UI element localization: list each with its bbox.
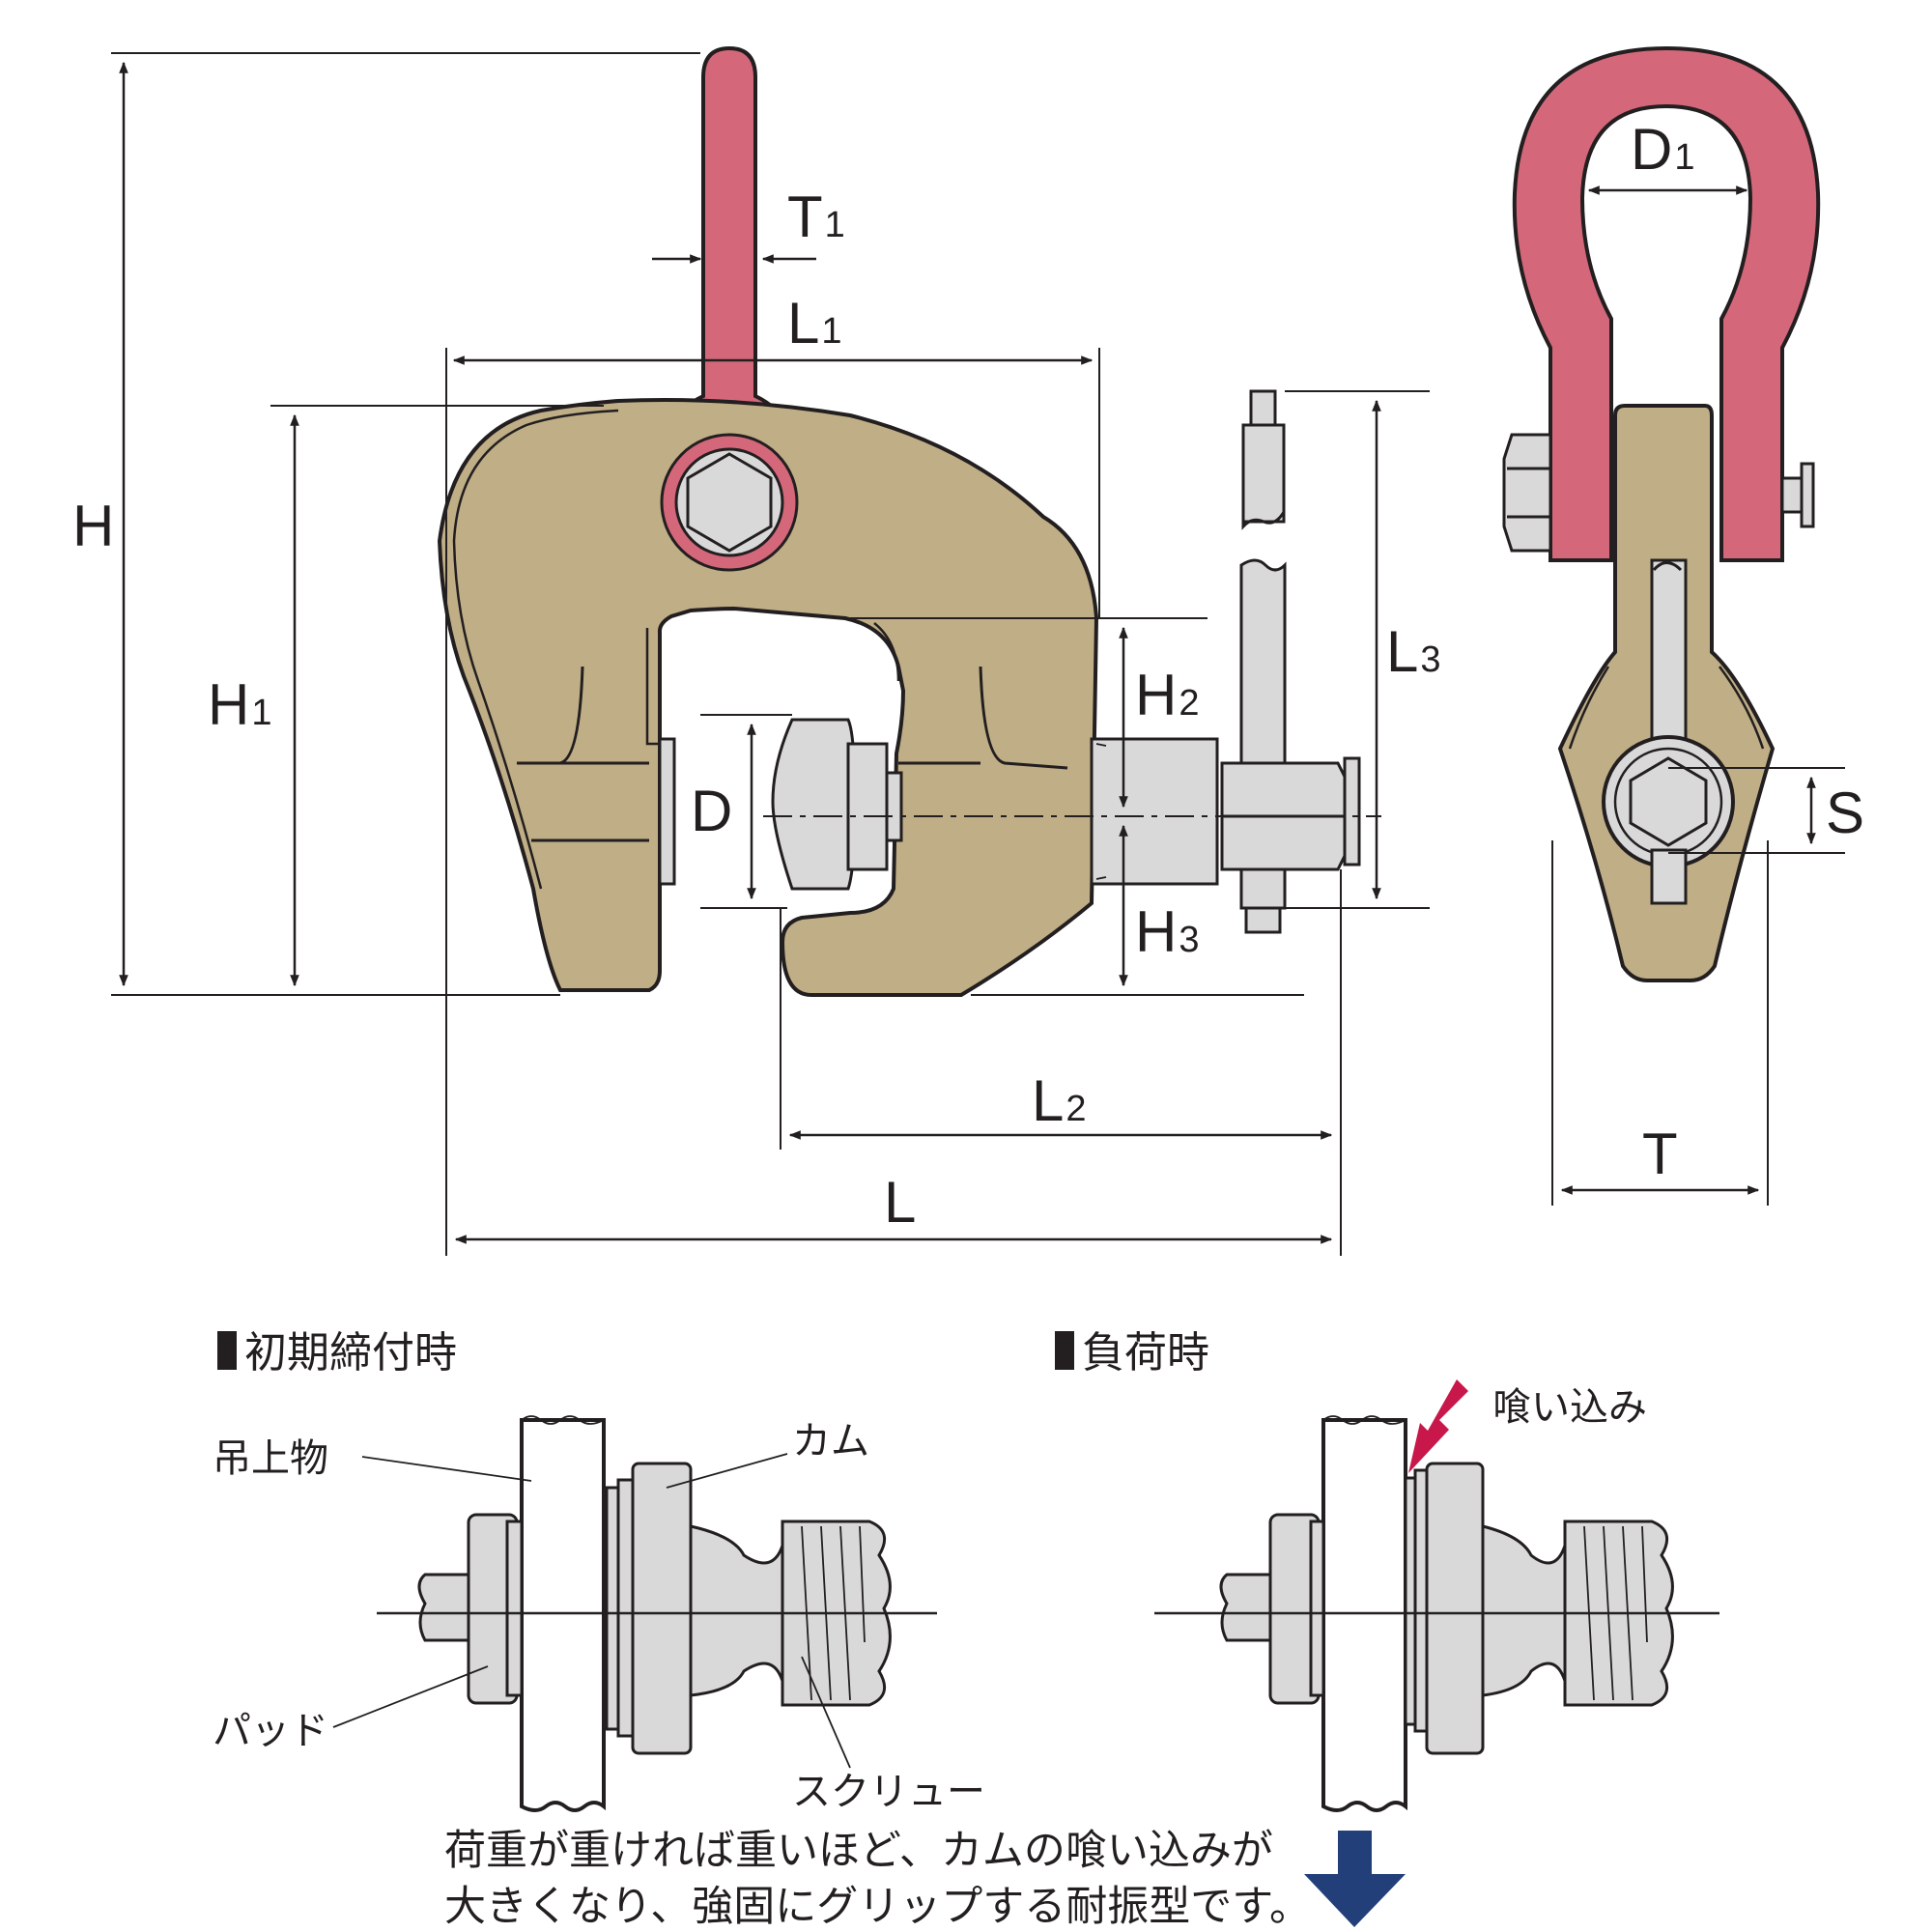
dim-T: T <box>1642 1122 1678 1186</box>
end-dimensions: D1 S T <box>1551 117 1864 1206</box>
label-load: 吊上物 <box>213 1436 328 1481</box>
dim-D: D <box>691 779 732 843</box>
clamp-end-view <box>1502 45 1821 982</box>
dim-H3: H3 <box>1135 899 1199 964</box>
bite-arrow-icon <box>1408 1379 1468 1473</box>
heading-square-icon <box>217 1331 237 1370</box>
main-dimensions: H H1 T1 L1 D H2 H3 L3 L2 <box>72 52 1441 1256</box>
dim-L1: L1 <box>787 291 842 355</box>
pad-disk <box>658 737 676 886</box>
dim-L: L <box>884 1170 916 1235</box>
cam <box>631 1462 693 1755</box>
clamp-side-view <box>437 45 1381 997</box>
load-direction-arrow-icon <box>1304 1831 1406 1927</box>
panel-initial: 初期締付時 吊上物 カム パッド スクリュー <box>213 1328 985 1814</box>
hex-bolt-icon <box>686 452 773 553</box>
shackle <box>1512 45 1821 562</box>
dim-L3: L3 <box>1386 619 1441 684</box>
note-line-1: 荷重が重ければ重いほど、カムの喰い込みが <box>444 1827 1273 1875</box>
dim-H1: H1 <box>208 672 271 737</box>
label-cam: カム <box>792 1419 869 1463</box>
cam <box>771 718 857 891</box>
end-hex-bolt-icon <box>1629 756 1708 847</box>
cam <box>1425 1462 1485 1755</box>
screw-body <box>1090 737 1219 886</box>
panel-loaded-title: 負荷時 <box>1082 1328 1209 1378</box>
dim-L2: L2 <box>1032 1068 1087 1133</box>
panel-loaded: 負荷時 喰い込み <box>1055 1328 1719 1927</box>
dim-T1: T1 <box>787 185 845 249</box>
note-line-2: 大きくなり、強固にグリップする耐振型です。 <box>444 1883 1311 1931</box>
panel-initial-title: 初期締付時 <box>244 1328 457 1378</box>
dim-S: S <box>1826 781 1864 845</box>
heading-square-icon <box>1055 1331 1074 1370</box>
dim-H: H <box>72 494 114 558</box>
label-bite: 喰い込み <box>1492 1385 1647 1430</box>
label-screw: スクリュー <box>792 1770 985 1814</box>
shackle-bolt-head <box>1502 433 1552 553</box>
dim-H2: H2 <box>1135 663 1199 727</box>
label-pad: パッド <box>213 1709 328 1753</box>
dim-D1: D1 <box>1631 117 1694 182</box>
load-plate <box>520 1418 606 1812</box>
load-plate <box>1321 1418 1407 1812</box>
handle-bar <box>1239 389 1287 934</box>
